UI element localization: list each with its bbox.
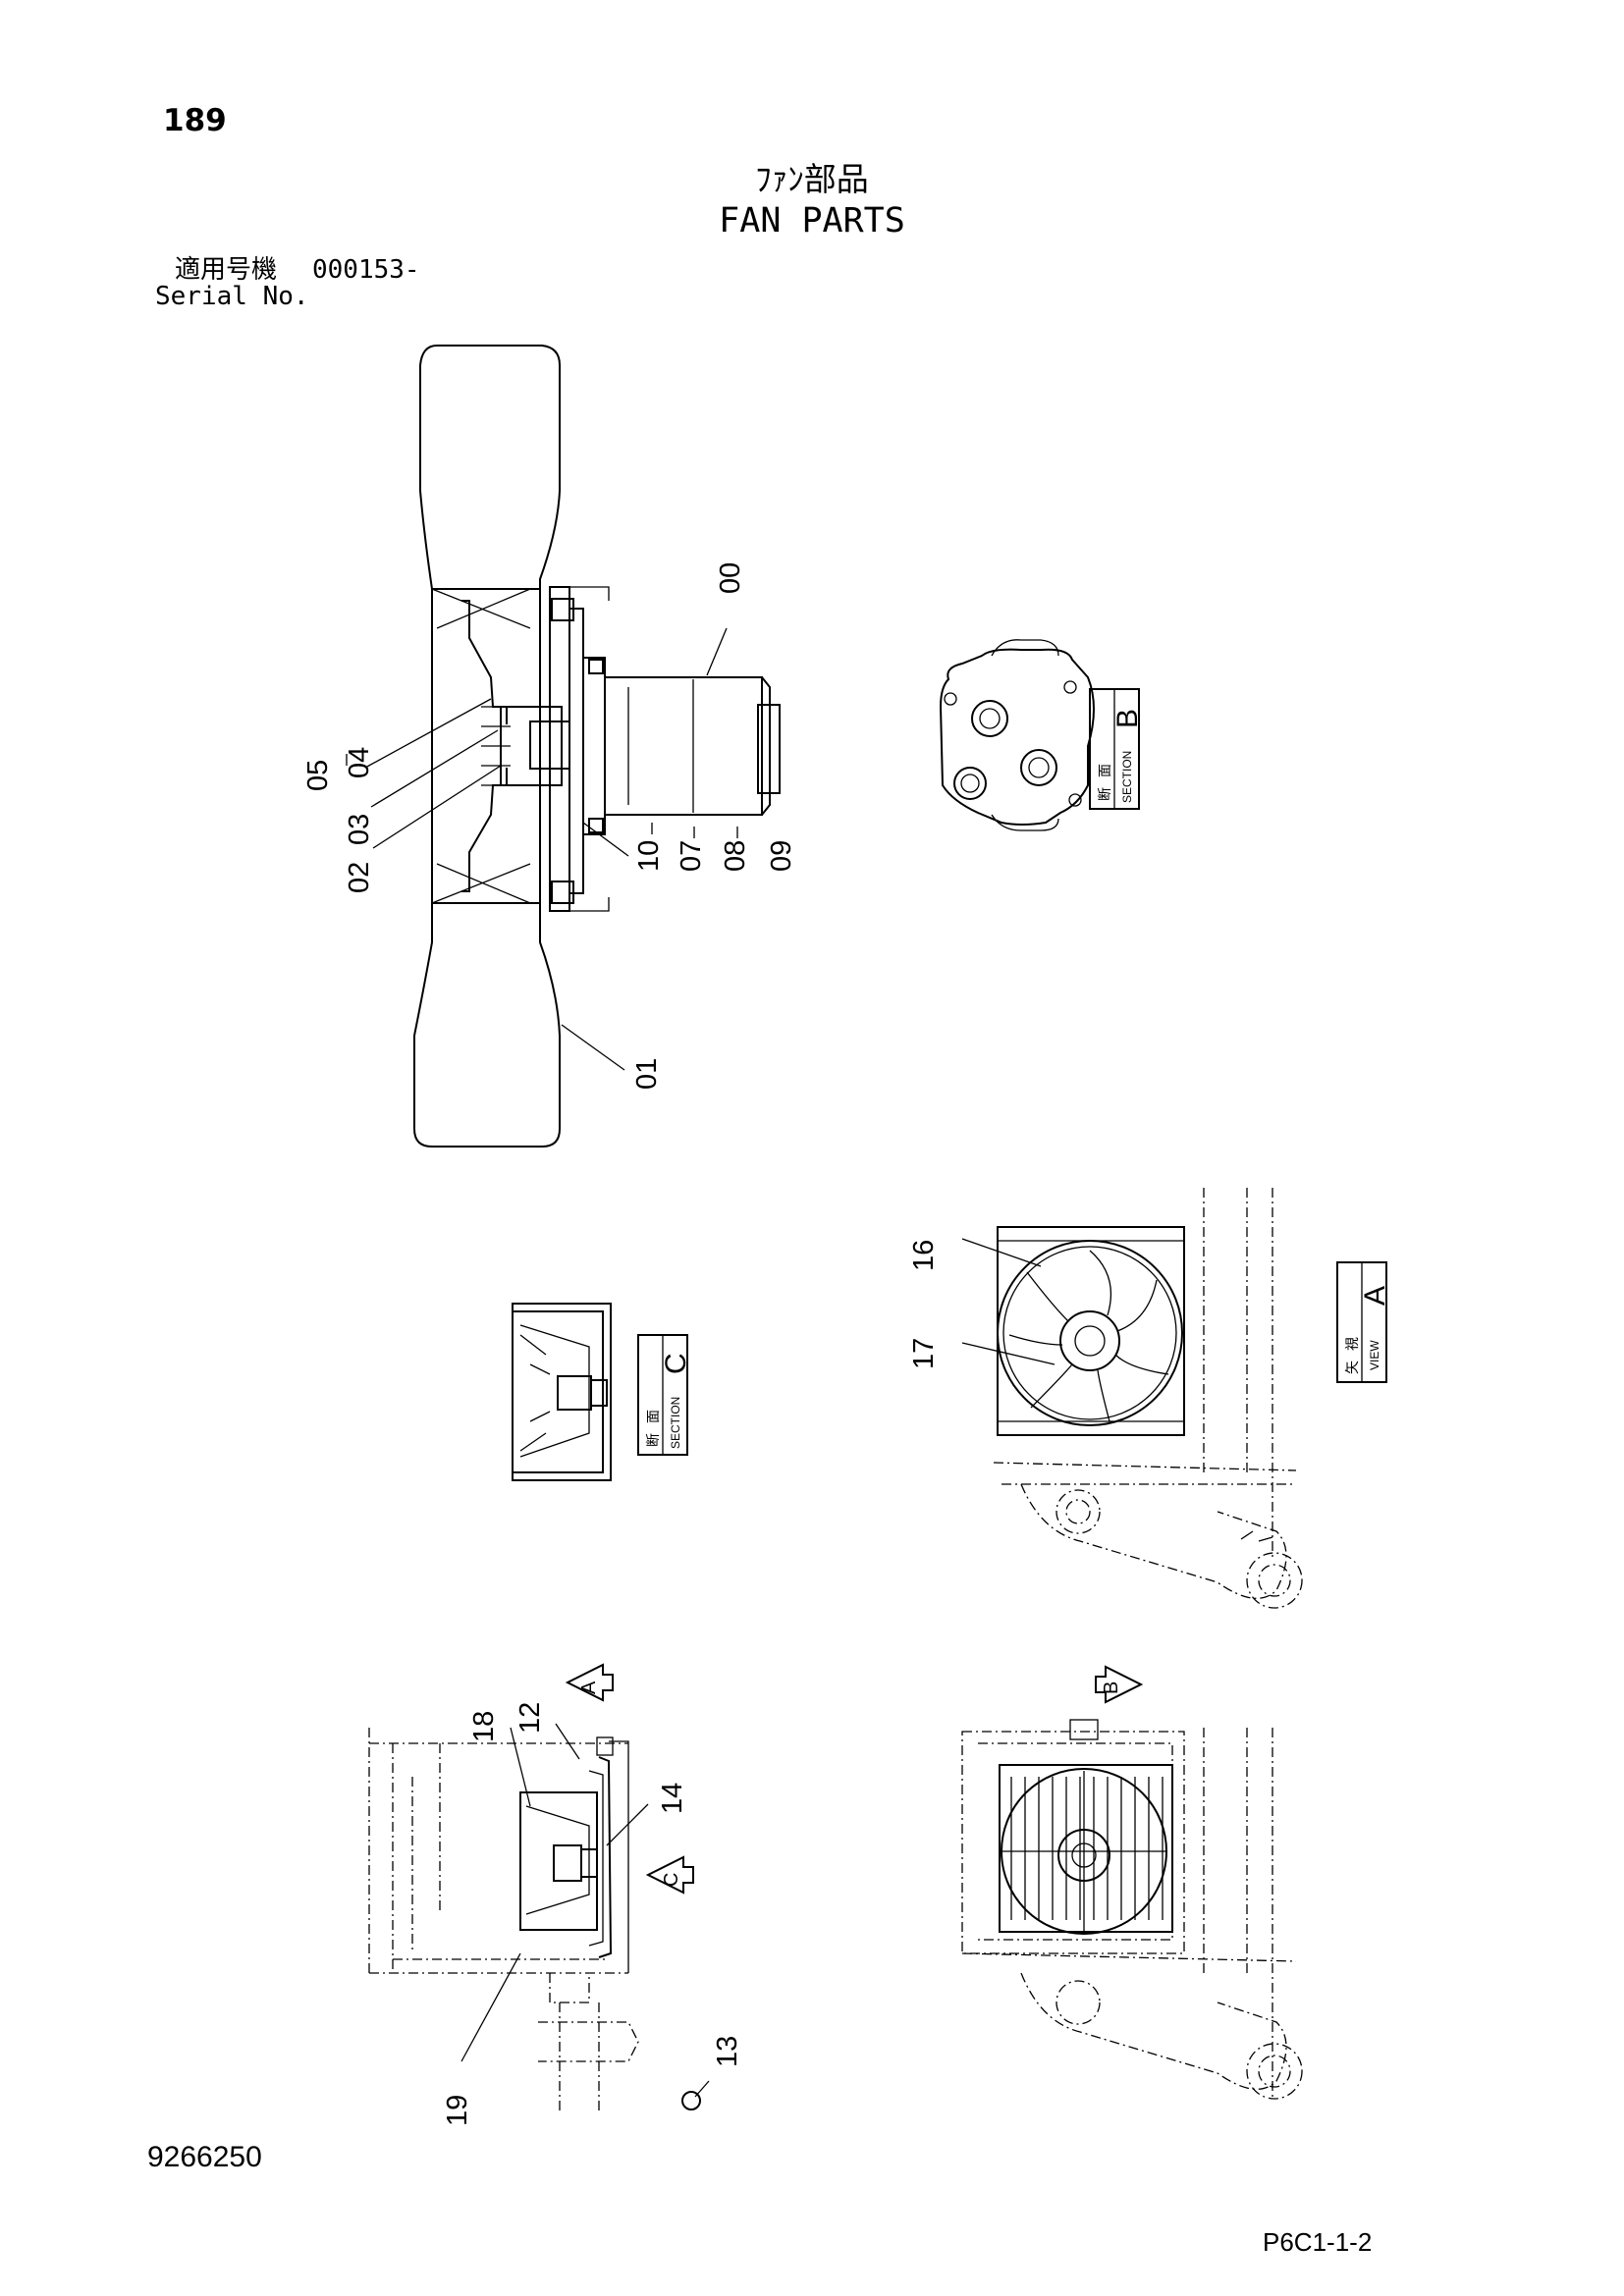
fan-motor-port bbox=[757, 704, 781, 794]
arrow-c-marker: C bbox=[645, 1855, 694, 1895]
callout-02: 02 bbox=[344, 862, 375, 893]
label-b-letter: B bbox=[1111, 709, 1144, 728]
rear-view-radiator-core bbox=[961, 1719, 1303, 2101]
port-right bbox=[1020, 749, 1057, 786]
label-a-jp1: 矢 bbox=[1344, 1361, 1360, 1374]
document-number: 9266250 bbox=[147, 2141, 262, 2173]
leader-lines-side-view bbox=[364, 627, 728, 1071]
mount-bolt-bottom bbox=[551, 881, 574, 904]
mount-flange bbox=[582, 657, 606, 835]
callout-05: 05 bbox=[302, 760, 334, 791]
arrow-a-label: A bbox=[578, 1681, 600, 1694]
section-c-fan-view bbox=[512, 1303, 612, 1481]
fan-motor-end bbox=[761, 676, 771, 816]
callout-18: 18 bbox=[468, 1711, 500, 1742]
leader-lines-side-installation bbox=[460, 1723, 710, 2098]
page-number: 189 bbox=[163, 103, 227, 138]
callout-09: 09 bbox=[766, 840, 797, 872]
flange-bolt-1 bbox=[588, 659, 604, 674]
port-top-inner bbox=[979, 708, 1001, 729]
serial-label-japanese: 適用号機 bbox=[175, 255, 278, 285]
motor-flange-outline bbox=[939, 648, 1095, 826]
port-top bbox=[971, 700, 1008, 737]
label-b-en: SECTION bbox=[1120, 751, 1134, 803]
callout-04: 04 bbox=[344, 747, 375, 778]
mount-plate-outer bbox=[549, 586, 570, 912]
page-title-japanese: ﾌｧﾝ部品 bbox=[755, 160, 869, 198]
label-c-jp1: 断 bbox=[645, 1433, 661, 1447]
view-a-radiator bbox=[993, 1188, 1303, 1609]
serial-label: Serial No. bbox=[155, 282, 309, 311]
serial-number-value: 000153- bbox=[312, 255, 420, 285]
bolt-hole-1 bbox=[944, 692, 957, 706]
leader-lines-view-a bbox=[961, 1238, 1056, 1365]
mount-bolt-top bbox=[551, 598, 574, 621]
fan-motor-detail bbox=[627, 679, 694, 813]
bolt-hole-3 bbox=[1068, 793, 1082, 807]
section-b-motor-end-view bbox=[939, 639, 1095, 831]
callout-08: 08 bbox=[720, 840, 751, 872]
callouts-side-view: 00 05 04 03 02 10 07 08 09 01 bbox=[302, 562, 797, 1090]
label-a-letter: A bbox=[1359, 1286, 1391, 1306]
fan-blade-outline bbox=[413, 345, 561, 1148]
callout-17: 17 bbox=[908, 1338, 940, 1369]
fan-assembly-side-view bbox=[413, 345, 781, 1148]
mount-bracket-lines bbox=[562, 586, 610, 912]
fan-hub-spider bbox=[431, 588, 531, 904]
page-title: FAN PARTS bbox=[719, 201, 905, 240]
fan-motor-body bbox=[604, 676, 763, 816]
callout-13: 13 bbox=[712, 2036, 743, 2067]
label-section-b: 断 面 SECTION B bbox=[1089, 688, 1144, 810]
label-c-letter: C bbox=[660, 1353, 692, 1374]
callout-12: 12 bbox=[514, 1702, 546, 1734]
callout-00: 00 bbox=[715, 562, 746, 594]
arrow-c-label: C bbox=[661, 1873, 682, 1887]
callout-03: 03 bbox=[344, 814, 375, 845]
callout-16: 16 bbox=[908, 1240, 940, 1271]
arrow-b-marker: B bbox=[1095, 1665, 1144, 1704]
label-a-jp2: 視 bbox=[1344, 1337, 1360, 1351]
flange-ears bbox=[991, 639, 1059, 831]
arrow-b-label: B bbox=[1101, 1682, 1122, 1694]
port-left-inner bbox=[960, 774, 980, 793]
callout-dashes bbox=[346, 754, 738, 838]
side-view-installation bbox=[368, 1728, 701, 2110]
label-b-jp2: 面 bbox=[1097, 764, 1112, 777]
port-left bbox=[953, 767, 987, 800]
label-section-c: 断 面 SECTION C bbox=[637, 1334, 692, 1456]
mount-plate-inner bbox=[568, 608, 584, 894]
callout-19: 19 bbox=[442, 2095, 473, 2126]
port-right-inner bbox=[1028, 757, 1050, 778]
callout-07: 07 bbox=[676, 840, 707, 872]
flange-bolt-2 bbox=[588, 818, 604, 833]
hub-bolts bbox=[481, 706, 511, 786]
callout-14: 14 bbox=[657, 1783, 688, 1814]
label-c-en: SECTION bbox=[669, 1397, 682, 1449]
callout-10: 10 bbox=[633, 840, 665, 872]
label-view-a: 矢 視 VIEW A bbox=[1336, 1261, 1391, 1383]
fan-hub-frame bbox=[431, 588, 541, 904]
label-a-en: VIEW bbox=[1368, 1340, 1381, 1370]
label-b-jp1: 断 bbox=[1097, 787, 1112, 801]
page-code: P6C1-1-2 bbox=[1263, 2227, 1373, 2257]
callout-01: 01 bbox=[631, 1058, 663, 1090]
label-c-jp2: 面 bbox=[645, 1410, 661, 1423]
arrow-a-marker: A bbox=[565, 1663, 614, 1702]
bolt-hole-2 bbox=[1063, 680, 1077, 694]
